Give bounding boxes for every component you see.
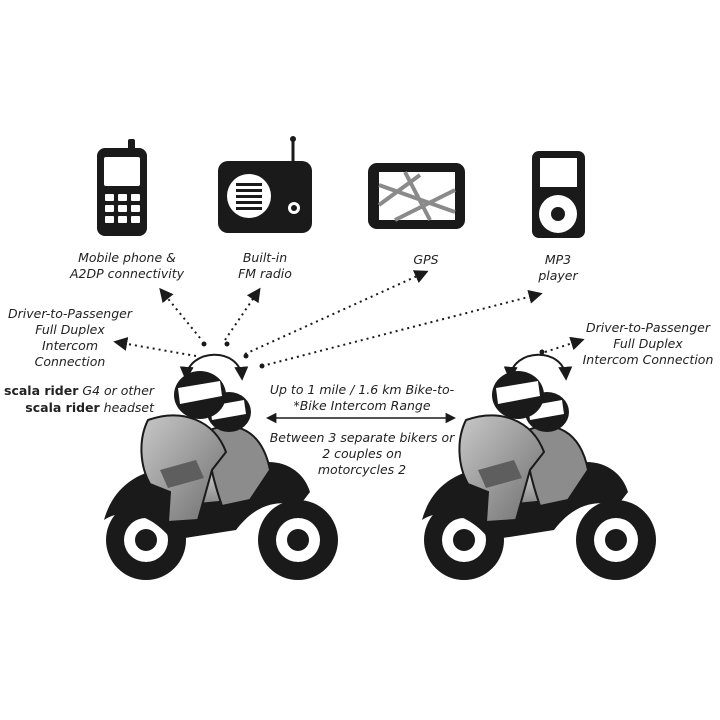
intercom-left-line2: Full Duplex: [35, 322, 105, 337]
bikers-line2: 2 couples on: [322, 446, 402, 461]
radio-label-line1: Built-in: [242, 250, 288, 265]
intercom-left-line1: Driver-to-Passenger: [8, 306, 132, 321]
phone-label-line1: Mobile phone &: [78, 250, 176, 265]
gps-link-arrow: [244, 270, 429, 355]
mp3-label-line1: MP3: [544, 252, 572, 267]
mp3-label-line2: player: [538, 268, 578, 283]
radio-icon: [218, 136, 312, 233]
intercom-right-label: Driver-to-Passenger Full Duplex Intercom…: [578, 320, 718, 368]
bikers-line1: Between 3 separate bikers or: [269, 430, 455, 445]
radio-label: Built-in FM radio: [225, 250, 305, 282]
intercom-left-line4: Connection: [34, 354, 106, 369]
headset-signal-dots: [201, 341, 545, 369]
intercom-right-arrow: [544, 336, 585, 353]
intercom-left-line3: Intercom: [41, 338, 99, 353]
right-motorcycle-illustration: [422, 371, 656, 580]
gps-label-line1: GPS: [413, 252, 439, 267]
gps-label: GPS: [396, 252, 456, 268]
headset-suffix-1: G4 or other: [78, 383, 155, 398]
right-duplex-arc: [503, 353, 573, 381]
gps-icon: [368, 163, 465, 229]
phone-label: Mobile phone & A2DP connectivity: [62, 250, 192, 282]
range-line2: *Bike Intercom Range: [293, 398, 431, 413]
headset-label: scala rider G4 or other scala rider head…: [4, 382, 154, 416]
bikers-label: Between 3 separate bikers or 2 couples o…: [262, 430, 462, 478]
mp3-player-icon: [532, 151, 585, 238]
mp3-link-arrow: [261, 290, 543, 367]
left-motorcycle-illustration: [104, 371, 338, 580]
intercom-left-label: Driver-to-Passenger Full Duplex Intercom…: [0, 306, 140, 370]
headset-brand-1: scala rider: [4, 383, 79, 398]
radio-label-line2: FM radio: [238, 266, 292, 281]
left-duplex-arc: [179, 353, 249, 381]
intercom-right-line2: Full Duplex: [613, 336, 683, 351]
phone-link-arrow: [159, 287, 201, 339]
radio-link-arrow: [224, 287, 261, 341]
intercom-right-line1: Driver-to-Passenger: [586, 320, 710, 335]
range-line1: Up to 1 mile / 1.6 km Bike-to-: [269, 382, 455, 397]
bikers-line3: motorcycles 2: [317, 462, 407, 477]
connection-arrows: [113, 270, 585, 367]
range-label: Up to 1 mile / 1.6 km Bike-to- *Bike Int…: [262, 382, 462, 414]
headset-brand-2: scala rider: [25, 400, 100, 415]
headset-suffix-2: headset: [99, 400, 154, 415]
mp3-label: MP3 player: [528, 252, 588, 284]
intercom-right-line3: Intercom Connection: [582, 352, 714, 367]
mobile-phone-icon: [97, 139, 147, 236]
intercom-left-arrow: [113, 337, 197, 357]
phone-label-line2: A2DP connectivity: [69, 266, 185, 281]
